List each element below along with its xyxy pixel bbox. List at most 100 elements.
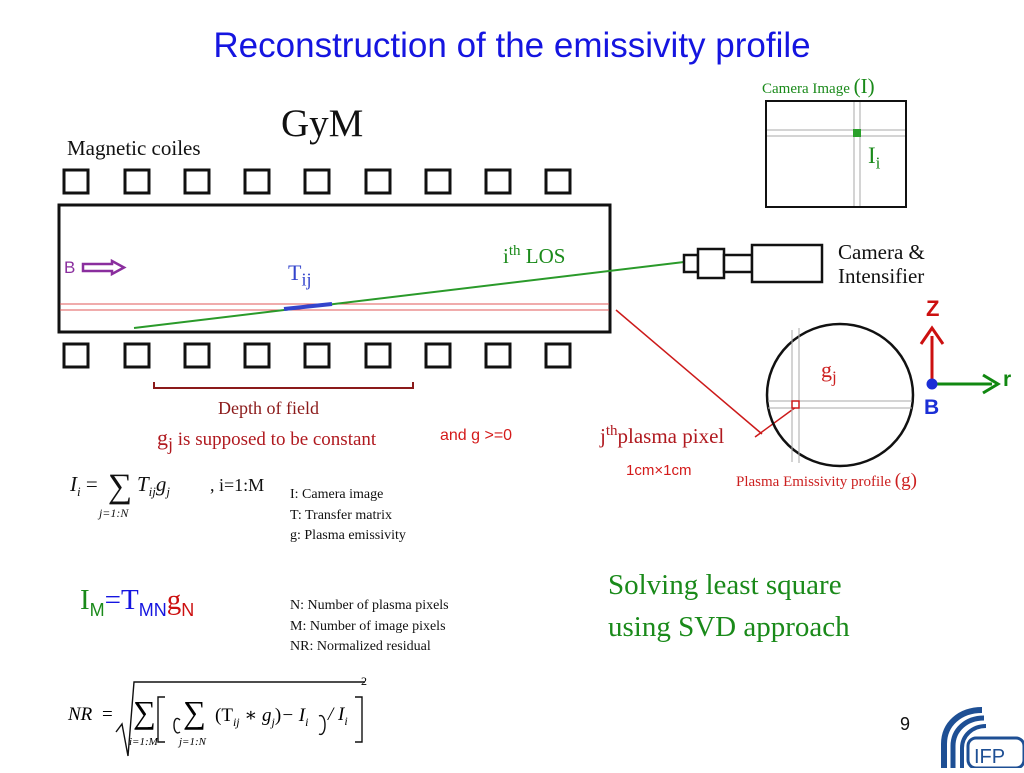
camera-image-label: Camera Image (I) bbox=[762, 74, 875, 99]
nr-times-sub: j bbox=[271, 714, 275, 729]
eq2-t-sub: MN bbox=[138, 599, 167, 620]
plasma-cross-section bbox=[765, 322, 915, 468]
definition-m: M: Number of image pixels bbox=[290, 618, 446, 634]
definition-camera: I: Camera image bbox=[290, 487, 384, 502]
device-name: GyM bbox=[281, 102, 364, 145]
eq1-sum-range: j=1:N bbox=[98, 506, 129, 520]
nr-div: / I bbox=[328, 704, 345, 725]
nr-formula: NR = ∑ i=1:M ∑ j=1:N (Tij ∗ gj)− Ii / Ii… bbox=[55, 674, 385, 756]
nr-outer-sigma: ∑ bbox=[133, 694, 156, 730]
eq1-var-sub: j bbox=[166, 484, 171, 500]
nr-outer-range: i=1:M bbox=[129, 736, 158, 748]
ifp-logo-text: IFP bbox=[974, 746, 1005, 768]
slide-title: Reconstruction of the emissivity profile bbox=[213, 26, 811, 65]
camera-pixel-base: I bbox=[868, 143, 876, 168]
los-text: LOS bbox=[520, 244, 566, 268]
b-axis-label: B bbox=[924, 396, 940, 419]
eq1-equals: = bbox=[80, 472, 103, 496]
camera-pixel bbox=[853, 129, 861, 137]
page-number: 9 bbox=[900, 714, 911, 734]
nr-minus-sub: i bbox=[305, 714, 309, 729]
camera-pixel-label: Ii bbox=[868, 143, 880, 172]
eq1-sigma: ∑j=1:N bbox=[98, 468, 133, 520]
eq1-term-sub: ij bbox=[148, 484, 156, 500]
nr-equals: = bbox=[102, 704, 113, 725]
nr-inner-range: j=1:N bbox=[179, 736, 206, 748]
eq1-range: , i=1:M bbox=[210, 475, 265, 495]
transfer-segment bbox=[283, 302, 333, 311]
formula-glyphs bbox=[115, 681, 365, 757]
plasma-pixel-label: jthplasma pixel bbox=[600, 424, 724, 449]
method-line2: using SVD approach bbox=[608, 611, 850, 643]
definition-emissivity: g: Plasma emissivity bbox=[290, 528, 406, 543]
matrix-equation: IM=TMNgN bbox=[80, 584, 194, 620]
r-axis-label: r bbox=[1003, 368, 1012, 391]
camera-icon bbox=[682, 243, 824, 284]
los-base: i bbox=[503, 244, 509, 268]
ifp-logo: IFP bbox=[938, 704, 1024, 773]
nr-inner-term-sub: ij bbox=[232, 714, 240, 729]
eq1-var: g bbox=[155, 472, 167, 496]
plasma-pixel-text: plasma pixel bbox=[617, 424, 725, 448]
jth-pixel-pointer bbox=[754, 406, 797, 438]
b-dot bbox=[926, 378, 938, 390]
nr-inner-term-text: (T bbox=[215, 705, 233, 726]
nr-times: ∗ g bbox=[239, 705, 272, 726]
plasma-pixel-sup: th bbox=[605, 423, 618, 439]
profile-pixel-sub: j bbox=[832, 367, 837, 387]
nr-inner-term: (Tij ∗ gj)− Ii bbox=[215, 704, 309, 729]
plasma-pixel bbox=[791, 400, 800, 409]
definition-n: N: Number of plasma pixels bbox=[290, 598, 449, 613]
ifp-logo-mark: IFP bbox=[941, 707, 1024, 770]
nr-minus: − I bbox=[281, 705, 306, 726]
transfer-base: T bbox=[288, 260, 302, 285]
eq1-lhs-sub: i bbox=[77, 484, 81, 500]
eq2-equals: = bbox=[104, 584, 122, 616]
eq2-t: T bbox=[121, 584, 139, 616]
transfer-label: Tij bbox=[288, 260, 311, 288]
camera-label: Camera &Intensifier bbox=[838, 240, 925, 288]
eq2-i: I bbox=[80, 584, 90, 616]
camera-image-frame bbox=[765, 100, 907, 208]
definitions-block-1: I: Camera image T: Transfer matrix g: Pl… bbox=[290, 485, 406, 547]
lower-coils bbox=[62, 342, 572, 369]
eq2-g: g bbox=[166, 584, 182, 616]
constant-sub: j bbox=[168, 433, 174, 454]
profile-pixel-base: g bbox=[821, 357, 832, 382]
camera-image-symbol: (I) bbox=[853, 74, 875, 98]
los-sup: th bbox=[508, 243, 521, 259]
definition-nr: NR: Normalized residual bbox=[290, 639, 431, 654]
constant-text: is supposed to be constant bbox=[173, 429, 377, 450]
definition-transfer: T: Transfer matrix bbox=[290, 507, 392, 523]
constant-base: g bbox=[157, 425, 168, 450]
los-label: ith LOS bbox=[503, 244, 565, 269]
profile-symbol: (g) bbox=[894, 470, 917, 491]
nr-power: 2 bbox=[361, 674, 367, 688]
method-line1: Solving least square bbox=[608, 569, 842, 601]
magnetic-coils-label: Magnetic coiles bbox=[67, 136, 201, 160]
eq1-term: T bbox=[136, 472, 149, 496]
profile-text: Plasma Emissivity profile bbox=[736, 474, 891, 490]
coordinate-axes bbox=[919, 325, 1001, 395]
emissivity-profile-label: Plasma Emissivity profile (g) bbox=[736, 470, 917, 492]
camera-label-line1: Camera & bbox=[838, 240, 925, 264]
profile-pixel-label: gj bbox=[821, 357, 837, 387]
camera-image-text: Camera Image bbox=[762, 81, 850, 97]
nr-divisor: / Ii bbox=[328, 704, 348, 728]
nr-div-sub: i bbox=[344, 713, 348, 728]
pixel-size-label: 1cm×1cm bbox=[626, 462, 692, 479]
eq1-lhs: I bbox=[70, 472, 77, 496]
constant-note: gj is supposed to be constant bbox=[157, 425, 377, 454]
upper-coils bbox=[62, 168, 572, 195]
camera-pixel-sub: i bbox=[875, 153, 881, 173]
depth-of-field-label: Depth of field bbox=[218, 398, 319, 418]
definitions-block-2: N: Number of plasma pixels M: Number of … bbox=[290, 596, 449, 658]
vacuum-chamber bbox=[57, 203, 612, 334]
depth-of-field-bracket bbox=[153, 382, 414, 389]
eq2-i-sub: M bbox=[89, 599, 105, 620]
nr-lhs: NR bbox=[68, 704, 93, 725]
nr-inner-sigma: ∑ bbox=[183, 694, 206, 730]
camera-label-line2: Intensifier bbox=[838, 264, 925, 288]
